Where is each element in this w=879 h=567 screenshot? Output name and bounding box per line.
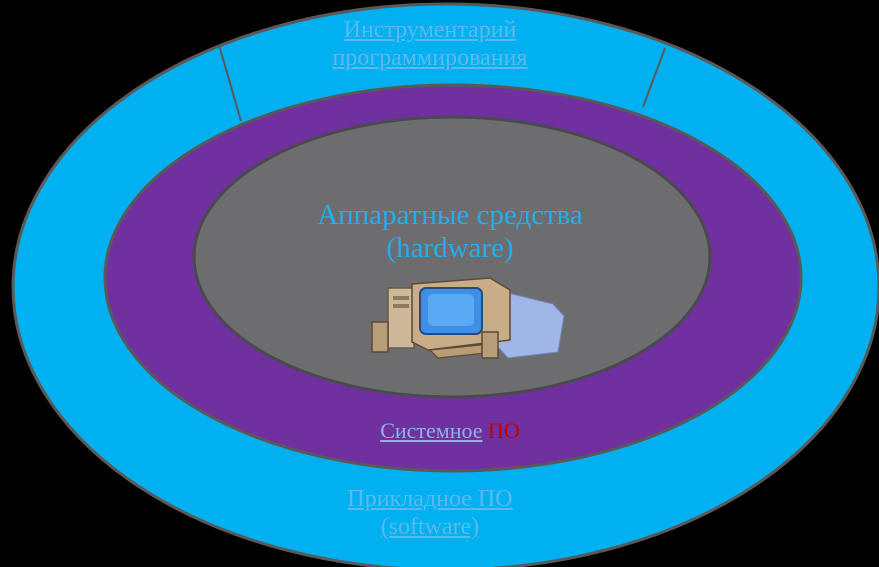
hardware-core	[192, 115, 712, 399]
hardware-label-line2: (hardware)	[386, 232, 514, 265]
hardware-label-line1: Аппаратные средства	[317, 199, 583, 231]
system-label-word2: ПО	[488, 418, 520, 443]
application-layer-label[interactable]: Прикладное ПО (software)	[280, 486, 580, 541]
application-label-line2[interactable]: (software)	[380, 513, 480, 540]
application-label-line1[interactable]: Прикладное ПО	[347, 486, 513, 512]
tower-drive	[393, 296, 409, 300]
tools-layer-label[interactable]: Инструментарий программирования	[280, 17, 580, 72]
tools-divider-left	[218, 44, 242, 122]
tools-divider-right	[642, 47, 666, 108]
tools-label-line1[interactable]: Инструментарий	[343, 17, 517, 43]
system-label-word1[interactable]: Системное	[380, 418, 483, 443]
desktop-computer-icon	[371, 277, 565, 359]
left-speaker	[371, 321, 389, 353]
hardware-layer-label: Аппаратные средства (hardware)	[250, 199, 650, 266]
tower-drive	[393, 304, 409, 308]
tools-label-line2[interactable]: программирования	[332, 44, 528, 71]
monitor-screen-glare	[428, 294, 474, 326]
system-layer-label[interactable]: Системное ПО	[300, 418, 600, 443]
tower-case	[387, 287, 415, 349]
right-speaker	[481, 331, 499, 359]
